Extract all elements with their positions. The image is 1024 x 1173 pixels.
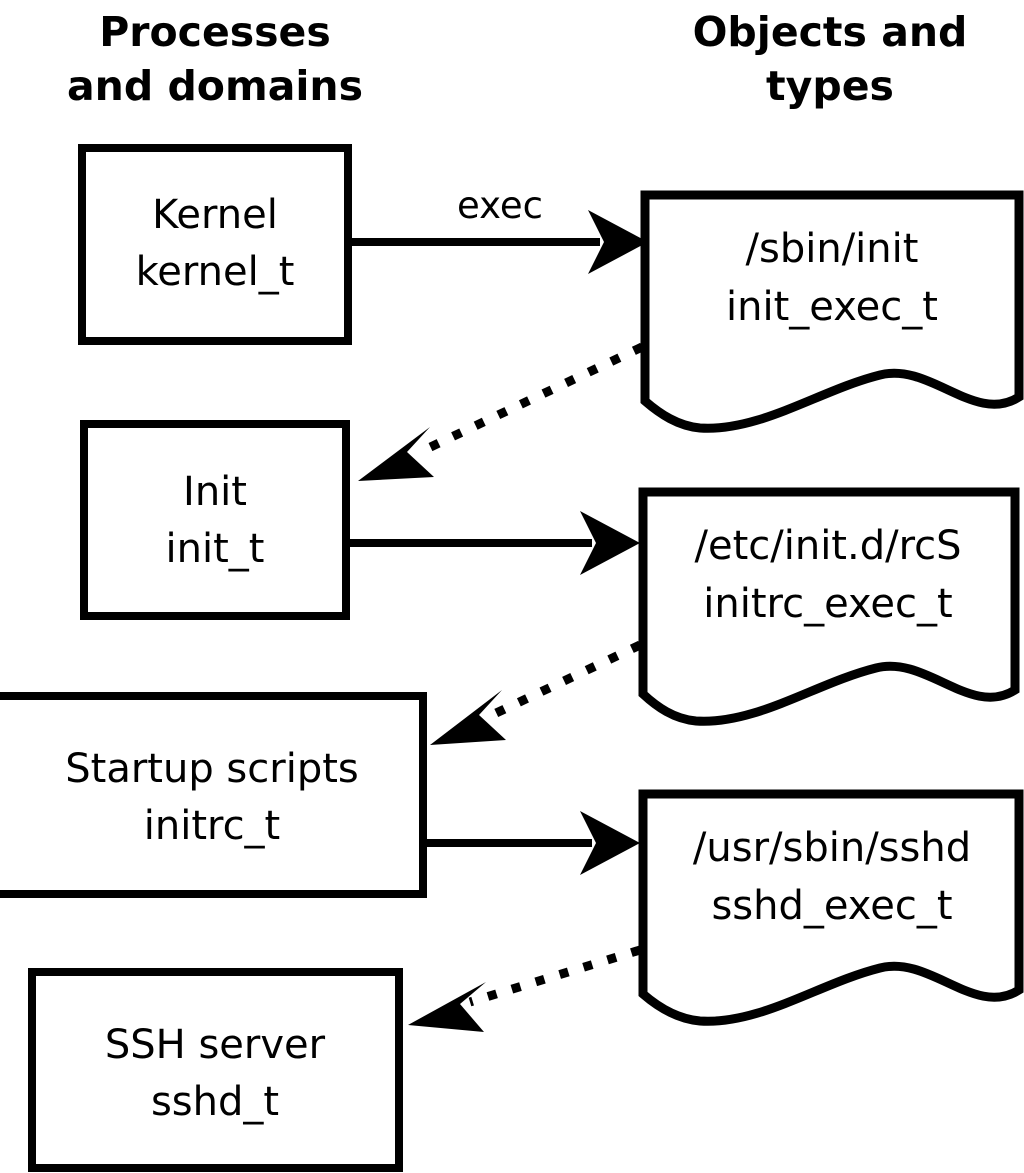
node-sshd_exec-shape[interactable] [638,789,1024,1026]
node-sshd_exec-line1: /usr/sbin/sshd [693,825,971,871]
edge-initrc-to-sshd_exec [427,811,640,875]
edge-line-init_exec-init [418,342,644,457]
column-header-processes: Processes and domains [67,8,363,110]
edge-kernel-exec-init_exec: exec [352,184,648,274]
edge-line-sshd_exec-sshd [468,945,642,1007]
edge-initrc_exec-to-initrc [430,640,642,745]
node-initrc_exec-line1: /etc/init.d/rcS [694,523,961,569]
column-header-processes-line1: Processes [99,8,331,56]
node-sshd_exec-line2: sshd_exec_t [711,883,952,929]
edge-label-exec: exec [457,184,543,227]
node-init_exec-shape[interactable] [640,190,1024,433]
node-sshd[interactable]: SSH server sshd_t [28,968,403,1172]
node-sshd_exec[interactable]: /usr/sbin/sshd sshd_exec_t [638,789,1024,1026]
node-sshd-shape[interactable] [28,968,403,1172]
edge-line-initrc_exec-initrc [490,640,642,720]
node-initrc-line2: initrc_t [144,803,281,849]
arrowhead-initrc_exec-initrc [430,690,506,745]
node-init_exec[interactable]: /sbin/init init_exec_t [640,190,1024,433]
arrowhead-init_exec-init [358,427,434,481]
node-initrc[interactable]: Startup scripts initrc_t [0,692,427,898]
column-header-processes-line2: and domains [67,62,363,110]
node-init_exec-line2: init_exec_t [726,284,938,330]
arrowhead-kernel-init_exec [588,210,648,274]
node-initrc_exec[interactable]: /etc/init.d/rcS initrc_exec_t [638,487,1020,726]
arrowhead-sshd_exec-sshd [408,982,486,1032]
node-init[interactable]: Init init_t [80,420,350,620]
arrowhead-initrc-sshd_exec [580,811,640,875]
node-initrc_exec-line2: initrc_exec_t [703,581,952,627]
node-initrc-line1: Startup scripts [65,746,358,792]
node-sshd-line2: sshd_t [151,1079,279,1125]
column-header-objects-line1: Objects and [693,8,968,56]
node-kernel-shape[interactable] [78,144,352,345]
node-initrc-shape[interactable] [0,692,427,898]
column-header-objects: Objects and types [693,8,968,110]
node-init-line1: Init [183,469,247,515]
node-kernel-line1: Kernel [152,192,278,238]
column-header-objects-line2: types [766,62,894,110]
node-init_exec-line1: /sbin/init [746,226,919,272]
node-kernel[interactable]: Kernel kernel_t [78,144,352,345]
node-kernel-line2: kernel_t [136,249,295,295]
edge-init-to-initrc_exec [350,511,640,575]
node-sshd-line1: SSH server [105,1022,326,1068]
edge-sshd_exec-to-sshd [408,945,642,1032]
arrowhead-init-initrc_exec [580,511,640,575]
node-init-line2: init_t [166,526,265,572]
node-initrc_exec-shape[interactable] [638,487,1020,726]
node-init-shape[interactable] [80,420,350,620]
edge-init_exec-to-init [358,342,644,481]
